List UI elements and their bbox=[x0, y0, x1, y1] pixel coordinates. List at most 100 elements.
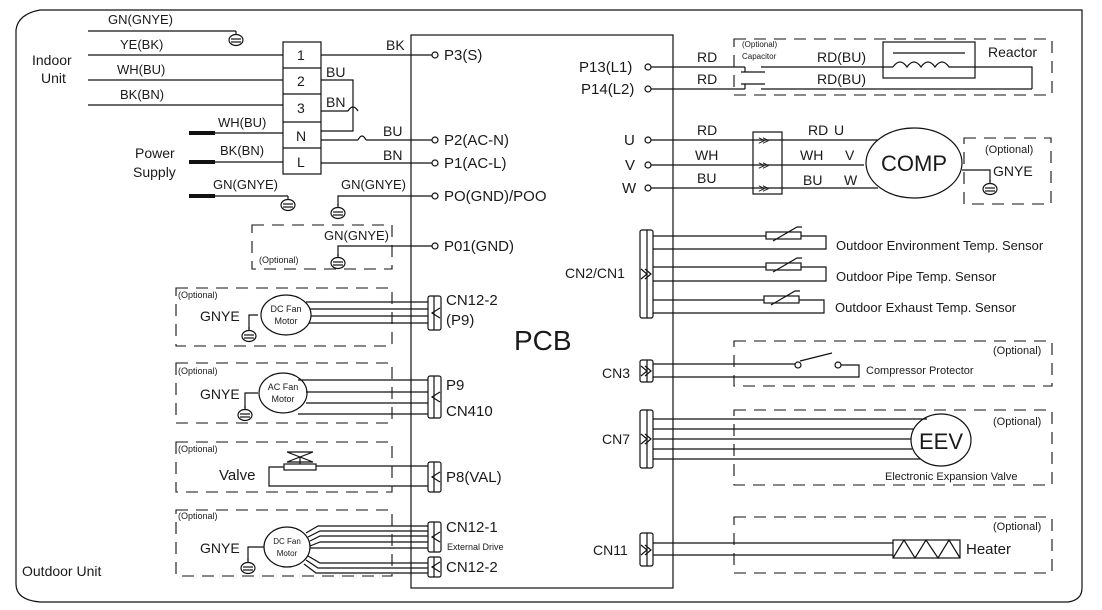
optional-label: (Optional) bbox=[178, 444, 218, 454]
port-w: W bbox=[622, 180, 637, 197]
wire-label: GN(GNYE) bbox=[108, 12, 173, 27]
compressor-connector bbox=[752, 131, 783, 195]
heater-label: Heater bbox=[966, 541, 1011, 558]
eev-caption: Electronic Expansion Valve bbox=[885, 471, 1017, 483]
eev-section: CN7 (Optional) EEV Electronic Expansion … bbox=[602, 409, 1053, 486]
connector-arrow: ≫ bbox=[758, 135, 770, 147]
ground-icon bbox=[280, 195, 296, 212]
motor-label: Motor bbox=[271, 394, 294, 404]
valve-box: (Optional) Valve bbox=[175, 441, 428, 493]
ground-icon bbox=[330, 253, 346, 270]
wire-label: WH(BU) bbox=[218, 115, 266, 130]
phase-label: V bbox=[845, 147, 855, 163]
wire-label: RD bbox=[697, 71, 717, 87]
wire-label: BU bbox=[697, 170, 716, 186]
reactor-section: RD RD (Optional) Capacitor RD(BU) RD(BU)… bbox=[651, 38, 1053, 96]
ac-fan-motor-box: (Optional) GNYE AC Fan Motor bbox=[175, 362, 428, 424]
dc-fan-motor-icon bbox=[263, 526, 311, 568]
dc-fan-motor-icon bbox=[260, 294, 312, 336]
port-p1: P1(AC-L) bbox=[444, 155, 507, 172]
motor-label: AC Fan bbox=[268, 382, 299, 392]
optional-label: (Optional) bbox=[178, 511, 218, 521]
wire-label: WH bbox=[800, 147, 823, 163]
optional-label: (Optional) bbox=[985, 144, 1033, 156]
sensor-section: CN2/CN1 Outdoor Environment Temp. Sensor… bbox=[565, 226, 1044, 319]
wire-label: BN bbox=[383, 147, 402, 163]
power-lead bbox=[189, 160, 215, 164]
connector-p8: P8(VAL) bbox=[427, 461, 502, 493]
eev-label: EEV bbox=[919, 429, 963, 454]
power-supply-group: Power Supply WH(BU) BK(BN) GN(GNYE) GN(G… bbox=[133, 115, 432, 220]
terminal-block: 1 2 3 N L bbox=[282, 41, 322, 175]
sensor-label: Outdoor Exhaust Temp. Sensor bbox=[835, 300, 1017, 315]
optional-label: (Optional) bbox=[993, 345, 1041, 357]
optional-label: (Optional) bbox=[178, 366, 218, 376]
motor-label: DC Fan bbox=[273, 537, 301, 546]
optional-label: (Optional) bbox=[993, 416, 1041, 428]
terminal-3: 3 bbox=[297, 100, 305, 116]
connector-arrow: ≫ bbox=[758, 160, 770, 172]
external-drive-label: External Drive bbox=[447, 542, 504, 552]
switch-icon bbox=[799, 352, 833, 362]
ground-label: GNYE bbox=[993, 163, 1033, 179]
optional-label: (Optional) bbox=[742, 40, 777, 49]
port-cn12-2: CN12-2 bbox=[446, 292, 498, 309]
optional-label: (Optional) bbox=[178, 290, 218, 300]
wire-label: GN(GNYE) bbox=[341, 177, 406, 192]
reactor-label: Reactor bbox=[988, 44, 1037, 60]
port-cn11: CN11 bbox=[593, 542, 628, 558]
connector-cn12-2-top: CN12-2 (P9) bbox=[427, 292, 498, 331]
port-p01: P01(GND) bbox=[444, 238, 514, 255]
wire-label: GN(GNYE) bbox=[324, 228, 389, 243]
reactor-icon bbox=[882, 41, 976, 79]
outdoor-unit-label: Outdoor Unit bbox=[22, 563, 101, 579]
terminal-1: 1 bbox=[297, 47, 305, 63]
port-p8: P8(VAL) bbox=[446, 469, 502, 486]
wire-label: BK bbox=[386, 37, 405, 53]
optional-label: (Optional) bbox=[993, 521, 1041, 533]
port-u: U bbox=[624, 132, 635, 149]
optional-ground-box: (Optional) GN(GNYE) bbox=[251, 224, 432, 270]
heater-section: CN11 (Optional) Heater bbox=[593, 516, 1053, 574]
pcb-board bbox=[410, 34, 674, 589]
wire-label: RD bbox=[808, 122, 828, 138]
terminal-n: N bbox=[296, 128, 306, 144]
terminal-wiring: BK BU BN BU BN bbox=[321, 37, 432, 164]
wire-label: RD bbox=[697, 49, 717, 65]
optional-label: (Optional) bbox=[259, 255, 299, 265]
indoor-unit-label-2: Unit bbox=[41, 70, 66, 86]
wire-label: GN(GNYE) bbox=[213, 177, 278, 192]
sensor-label: Outdoor Environment Temp. Sensor bbox=[836, 238, 1044, 253]
phase-label: W bbox=[844, 172, 858, 188]
port-p9: (P9) bbox=[446, 312, 474, 329]
power-supply-label-1: Power bbox=[135, 145, 175, 161]
pcb-label: PCB bbox=[514, 325, 572, 356]
wire-label: RD(BU) bbox=[817, 71, 866, 87]
port-cn7: CN7 bbox=[602, 431, 630, 447]
compressor-section: RD WH BU ≫ ≫ ≫ RD U WH V BU W COMP (Opti… bbox=[651, 122, 1052, 205]
capacitor-label: Capacitor bbox=[742, 52, 777, 61]
ground-icon bbox=[330, 203, 346, 220]
port-p13: P13(L1) bbox=[579, 59, 632, 76]
indoor-unit-group: Indoor Unit GN(GNYE) YE(BK) WH(BU) BK(BN… bbox=[32, 12, 283, 106]
wire-label: RD(BU) bbox=[817, 49, 866, 65]
port-p2: P2(AC-N) bbox=[444, 132, 509, 149]
ac-fan-motor-icon bbox=[258, 372, 308, 414]
ground-label: GNYE bbox=[200, 386, 240, 402]
port-cn410: CN410 bbox=[446, 403, 493, 420]
ground-icon bbox=[982, 179, 998, 196]
compressor-protector-label: Compressor Protector bbox=[866, 365, 974, 377]
phase-label: U bbox=[834, 122, 844, 138]
wire-label: BK(BN) bbox=[120, 87, 164, 102]
power-supply-label-2: Supply bbox=[133, 164, 176, 180]
indoor-unit-label-1: Indoor bbox=[32, 52, 72, 68]
valve-icon bbox=[286, 451, 314, 463]
compressor-icon bbox=[865, 127, 963, 199]
ground-label: GNYE bbox=[200, 308, 240, 324]
wire-label: BN bbox=[326, 94, 345, 110]
port-p14: P14(L2) bbox=[581, 81, 634, 98]
terminal-2: 2 bbox=[297, 73, 305, 89]
port-cn12-1: CN12-1 bbox=[446, 519, 498, 536]
wire-label: YE(BK) bbox=[120, 37, 163, 52]
